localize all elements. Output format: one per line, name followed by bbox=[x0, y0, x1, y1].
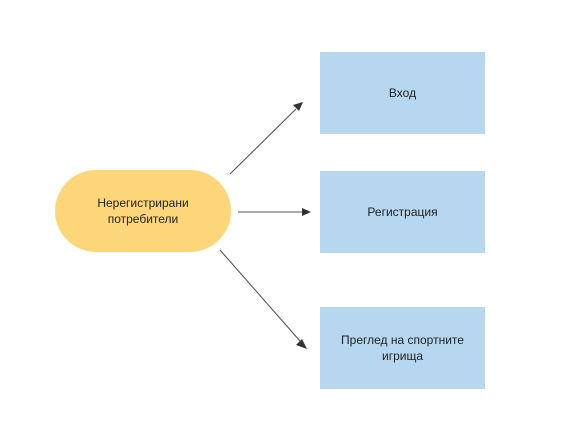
actor-unregistered-users: Нерегистрирани потребители bbox=[55, 170, 231, 252]
use-case-registration: Регистрация bbox=[320, 171, 485, 253]
use-case-browse-sports-fields: Преглед на спортните игрища bbox=[320, 307, 485, 389]
use-case-label: Регистрация bbox=[367, 205, 438, 219]
arrow-to-login bbox=[229, 102, 303, 175]
use-case-label: Преглед на спортните игрища bbox=[341, 333, 464, 363]
use-case-label: Вход bbox=[388, 86, 417, 100]
use-case-login: Вход bbox=[320, 52, 485, 134]
arrow-to-registration bbox=[238, 208, 311, 216]
actor-label: Нерегистрирани потребители bbox=[97, 196, 189, 226]
arrow-to-browse-fields bbox=[219, 249, 307, 349]
